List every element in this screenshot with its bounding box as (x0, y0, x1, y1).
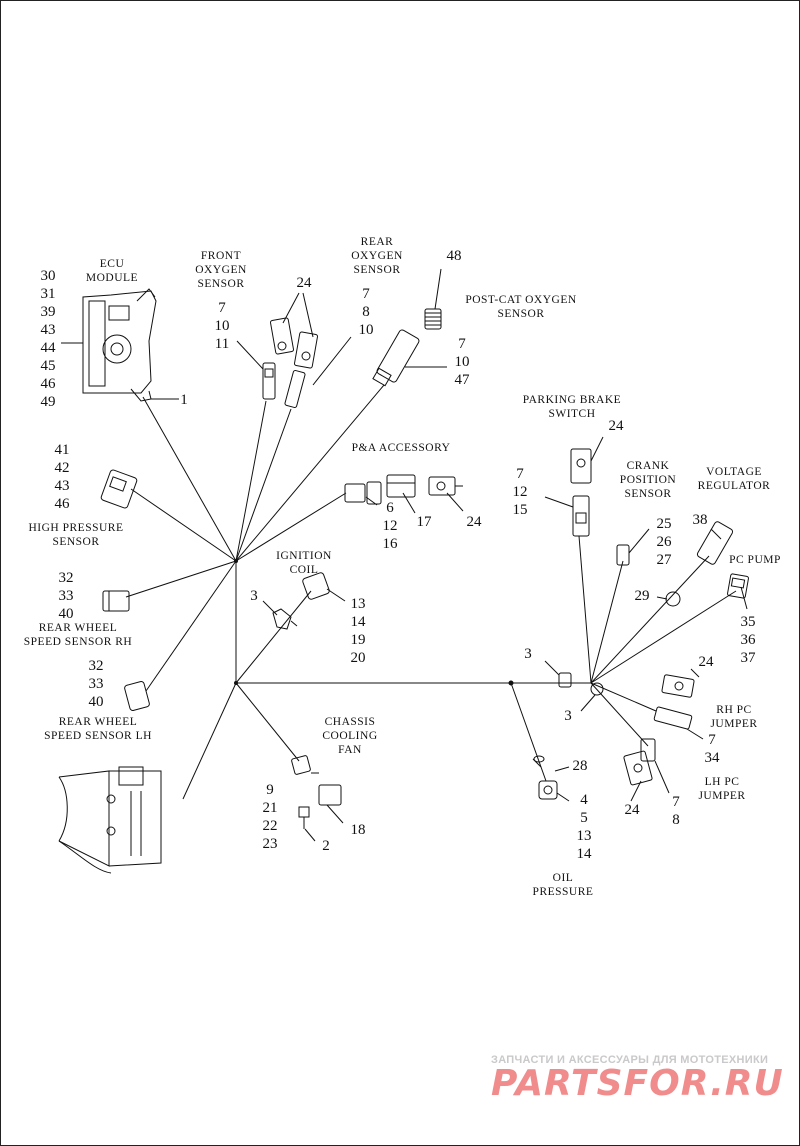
oil-pressure-connector (532, 755, 558, 800)
callout-fan-2: 2 (322, 838, 330, 854)
callout-vreg-38: 38 (692, 512, 708, 528)
callout-rws-rh: 32 33 40 (58, 570, 74, 622)
callout-vreg-29: 29 (634, 588, 650, 604)
callout-pc-pump: 35 36 37 (740, 614, 756, 666)
label-voltage-regulator: VOLTAGE REGULATOR (697, 466, 771, 492)
callout-postcat: 7 10 47 (454, 336, 470, 388)
label-lh-pc-jumper: LH PC JUMPER (698, 776, 746, 802)
leader-lines (61, 268, 748, 842)
callout-junction-3b: 3 (564, 708, 572, 724)
label-rear-wheel-speed-lh: REAR WHEEL SPEED SENSOR LH (44, 716, 152, 742)
parking-brake-connectors (570, 448, 592, 537)
harness-wires (125, 384, 737, 800)
callout-lh-pc-24: 24 (624, 802, 640, 818)
label-parking-brake-switch: PARKING BRAKE SWITCH (522, 394, 622, 420)
callout-front-o2: 7 10 11 (214, 300, 230, 352)
label-rh-pc-jumper: RH PC JUMPER (710, 704, 758, 730)
callout-ignition-3: 3 (250, 588, 258, 604)
rws-rh-connector (102, 590, 130, 612)
callout-fan-9: 9 21 22 23 (262, 782, 278, 852)
callout-crank: 25 26 27 (656, 516, 672, 568)
callout-pa-17: 17 (416, 514, 432, 530)
harness-hub (234, 559, 238, 563)
front-oxygen-connector (262, 317, 318, 408)
callout-parking-brake: 7 12 15 (512, 466, 528, 518)
callout-ecu-1: 1 (180, 392, 188, 408)
watermark-tagline: ЗАПЧАСТИ И АКСЕССУАРЫ ДЛЯ МОТОТЕХНИКИ (491, 1054, 769, 1066)
callout-pa-24: 24 (466, 514, 482, 530)
label-chassis-cooling-fan: CHASSIS COOLING FAN (322, 716, 378, 756)
postcat-plug (424, 308, 442, 330)
ignition-coil-connector (272, 572, 330, 630)
callout-oil-28: 28 (572, 758, 588, 774)
label-high-pressure-sensor: HIGH PRESSURE SENSOR (28, 522, 124, 548)
label-ecu-module: ECU MODULE (85, 258, 139, 284)
chassis-fan-connector (291, 755, 342, 829)
junction-clips (508, 672, 604, 696)
harness-node (234, 681, 238, 685)
callout-front-o2-24: 24 (296, 275, 312, 291)
label-crank-position-sensor: CRANK POSITION SENSOR (619, 460, 677, 500)
watermark-brand-logo: PARTSFOR.RU (491, 1063, 784, 1104)
crank-position-connector (616, 544, 630, 566)
callout-ecu: 30 31 39 43 44 45 46 49 (40, 268, 56, 410)
label-pa-accessory: P&A ACCESSORY (351, 442, 451, 454)
callout-rh-pc: 7 34 (704, 732, 720, 766)
callout-high-pressure: 41 42 43 46 (54, 442, 70, 512)
chassis-frame (58, 766, 162, 874)
rws-lh-connector (124, 681, 150, 711)
callout-rws-lh: 32 33 40 (88, 658, 104, 710)
callout-oil: 4 5 13 14 (576, 792, 592, 862)
pc-pump-connector (727, 573, 749, 599)
label-oil-pressure: OIL PRESSURE (532, 872, 594, 898)
callout-pa-6: 6 12 16 (382, 500, 398, 552)
callout-ignition-coil: 13 14 19 20 (350, 596, 366, 666)
ecu-module (82, 288, 157, 402)
callout-junction-3a: 3 (524, 646, 532, 662)
lh-pc-jumper-connectors (623, 738, 656, 786)
callout-lh-pc: 7 8 (672, 794, 680, 828)
callout-rear-o2: 7 8 10 (358, 286, 374, 338)
callout-parking-brake-24: 24 (608, 418, 624, 434)
label-rear-oxygen-sensor: REAR OXYGEN SENSOR (351, 236, 403, 276)
pa-accessory-connectors (344, 474, 463, 505)
rh-pc-jumper-connectors (653, 674, 695, 730)
label-rear-wheel-speed-rh: REAR WHEEL SPEED SENSOR RH (23, 622, 133, 648)
high-pressure-sensor-connector (100, 469, 138, 509)
callout-rh-pc-24: 24 (698, 654, 714, 670)
label-pc-pump: PC PUMP (729, 554, 781, 566)
callout-fan-18: 18 (350, 822, 366, 838)
label-postcat-oxygen-sensor: POST-CAT OXYGEN SENSOR (465, 294, 577, 320)
rear-oxygen-connector (372, 329, 420, 387)
callout-postcat-48: 48 (446, 248, 462, 264)
label-front-oxygen-sensor: FRONT OXYGEN SENSOR (195, 250, 247, 290)
label-ignition-coil: IGNITION COIL (276, 550, 332, 576)
